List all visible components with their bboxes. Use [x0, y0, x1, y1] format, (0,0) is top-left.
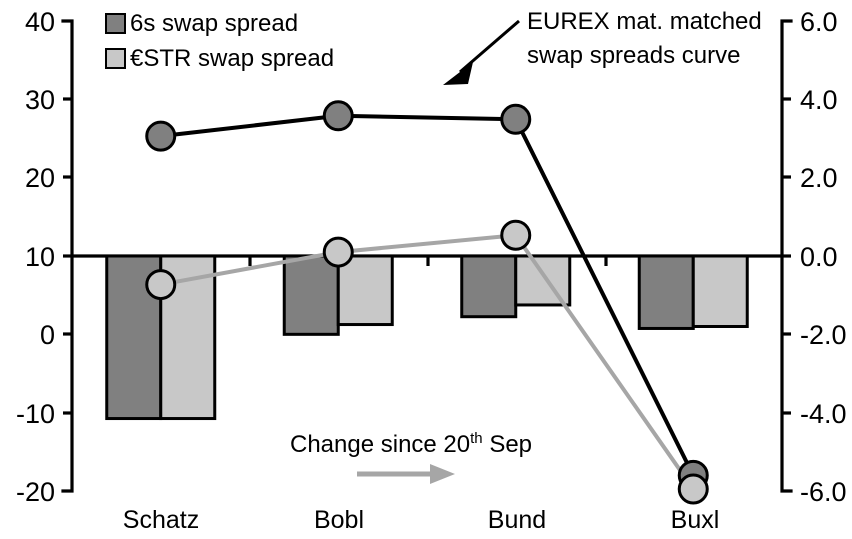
legend-item-estr[interactable]: €STR swap spread	[105, 45, 334, 72]
left-axis-tick-label: 40	[25, 7, 55, 37]
marker-series1-schatz	[145, 120, 177, 152]
change-direction-arrow-icon	[430, 464, 455, 484]
category-label-bund: Bund	[488, 506, 546, 534]
callout-text-line1: EUREX mat. matched	[527, 8, 762, 35]
marker-series1-bund	[500, 103, 532, 135]
left-axis-tick-label: 10	[25, 242, 55, 272]
callout-annotation: EUREX mat. matched swap spreads curve	[443, 8, 762, 85]
marker-series2-schatz	[145, 269, 177, 301]
category-label-bobl: Bobl	[314, 506, 364, 534]
left-axis-tick-label: 30	[25, 85, 55, 115]
left-axis-tick-label: -20	[16, 477, 55, 507]
right-axis-tick-label: 6.0	[800, 7, 838, 37]
line-series-1	[160, 113, 696, 477]
right-axis-tick-label: 4.0	[800, 85, 838, 115]
change-since-annotation: Change since 20th Sep	[290, 430, 532, 484]
left-axis: 40 30 20 10 0 -10 -20	[16, 7, 74, 507]
change-note-suffix: Sep	[483, 431, 532, 458]
change-note-superscript: th	[470, 430, 483, 447]
left-axis-tick-label: 0	[40, 320, 55, 350]
bar-bobl-series2	[336, 254, 394, 327]
callout-arrow-head-icon	[443, 62, 473, 85]
marker-series2-buxl	[677, 473, 709, 505]
legend-swatch-estr-swap-spread	[105, 48, 126, 69]
bar-schatz-series1	[105, 254, 163, 421]
legend-swatch-6s-swap-spread	[105, 13, 126, 34]
bar-buxl-series1	[637, 254, 695, 330]
category-label-schatz: Schatz	[123, 506, 199, 534]
bar-bund-series2	[514, 254, 572, 307]
callout-text-line2: swap spreads curve	[527, 42, 740, 69]
line-series-2	[160, 233, 695, 491]
right-axis-tick-label: -2.0	[800, 320, 847, 350]
bars-layer	[105, 254, 749, 421]
legend: 6s swap spread €STR swap spread	[105, 10, 334, 72]
right-axis-tick-label: -4.0	[800, 399, 847, 429]
line-series-layer	[145, 100, 709, 505]
callout-arrow-line	[459, 19, 520, 74]
change-note-prefix: Change since 20	[290, 431, 470, 458]
left-axis-tick-label: -10	[16, 399, 55, 429]
bar-buxl-series2	[691, 254, 749, 328]
right-axis-tick-label: 2.0	[800, 163, 838, 193]
right-axis-tick-label: 0.0	[800, 242, 838, 272]
legend-label-estr-swap-spread: €STR swap spread	[130, 45, 334, 72]
category-label-buxl: Buxl	[671, 506, 720, 534]
right-axis: 6.0 4.0 2.0 0.0 -2.0 -4.0 -6.0	[780, 7, 847, 507]
legend-item-6s[interactable]: 6s swap spread	[105, 10, 298, 37]
marker-series2-bund	[500, 219, 532, 251]
change-note-text: Change since 20th Sep	[290, 430, 532, 458]
marker-series1-bobl	[322, 100, 354, 132]
right-axis-tick-label: -6.0	[800, 477, 847, 507]
left-axis-tick-label: 20	[25, 163, 55, 193]
legend-label-6s-swap-spread: 6s swap spread	[130, 10, 298, 37]
bar-bobl-series1	[282, 254, 340, 336]
x-axis-category-labels: Schatz Bobl Bund Buxl	[123, 506, 720, 534]
bar-bund-series1	[460, 254, 518, 319]
marker-series2-bobl	[322, 236, 354, 268]
